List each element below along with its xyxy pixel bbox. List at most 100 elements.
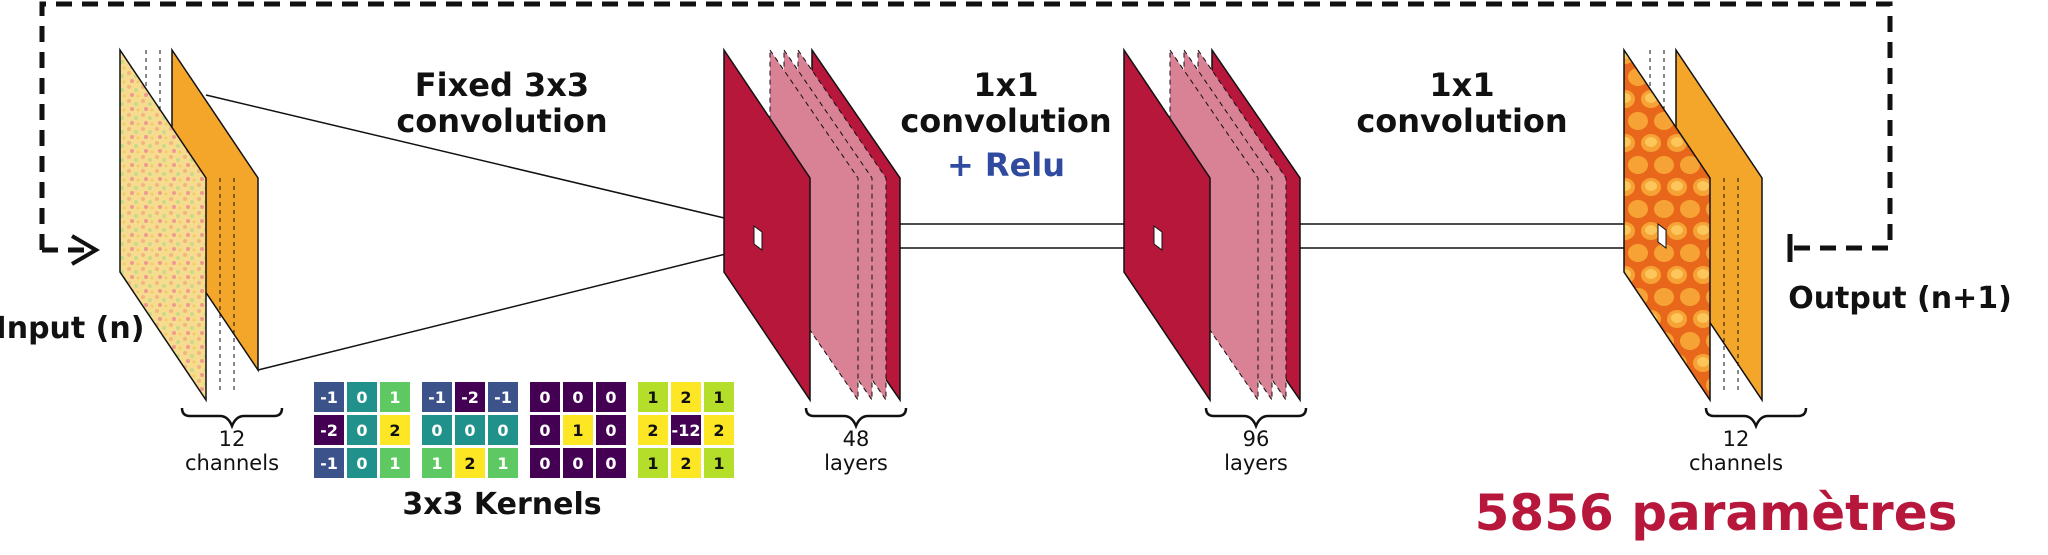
input-brace (180, 407, 284, 430)
kernel-cell (638, 415, 668, 445)
kernel-cell (314, 415, 344, 445)
kernel-cell (704, 415, 734, 445)
kernel-value: 0 (497, 421, 508, 440)
input-image-layer (119, 47, 207, 403)
input-unit: channels (185, 451, 279, 475)
kernel-cell (488, 415, 518, 445)
kernel-cell (347, 382, 377, 412)
kernel-cell (488, 382, 518, 412)
kernel-value: 1 (647, 454, 658, 473)
kernel-value: 2 (647, 421, 658, 440)
conv1-title-line2: convolution (396, 102, 607, 140)
params-count: 5856 paramètres (1475, 484, 1958, 542)
kernel-value: 0 (464, 421, 475, 440)
kernel-cell (596, 448, 626, 478)
kernel-value: -1 (320, 454, 338, 473)
kernel-cell (596, 382, 626, 412)
kernel-value: -12 (672, 421, 701, 440)
kernel-value: 0 (605, 421, 616, 440)
kernel-value: -2 (461, 388, 479, 407)
output-texture-layer (1623, 47, 1711, 403)
kernel-value: 2 (389, 421, 400, 440)
kernel-cell (563, 415, 593, 445)
kernel-cell (422, 415, 452, 445)
kernel-cell (530, 448, 560, 478)
kernel-value: -1 (494, 388, 512, 407)
kernel-value: 2 (464, 454, 475, 473)
output-label: Output (n+1) (1788, 281, 2012, 316)
kernel-value: 0 (539, 388, 550, 407)
kernel-cell (380, 448, 410, 478)
hidden1-count: 48 (843, 427, 870, 451)
conv3-title-line2: convolution (1356, 102, 1567, 140)
kernel-cell (380, 382, 410, 412)
kernel-value: 0 (356, 421, 367, 440)
hidden2-unit: layers (1224, 451, 1288, 475)
input-count: 12 (219, 427, 246, 451)
kernel-cell (455, 382, 485, 412)
hidden-stack-2 (1123, 47, 1308, 430)
kernel-value: -2 (320, 421, 338, 440)
kernel-cell (347, 448, 377, 478)
output-count: 12 (1723, 427, 1750, 451)
kernel-value: 1 (389, 454, 400, 473)
kernel-cell (638, 448, 668, 478)
kernel-value: 0 (431, 421, 442, 440)
output-unit: channels (1689, 451, 1783, 475)
kernel-cell (455, 415, 485, 445)
kernel-value: 0 (539, 421, 550, 440)
kernel-value: 0 (605, 388, 616, 407)
conv2-title-line1: 1x1 (973, 66, 1038, 104)
projection-lines (205, 94, 1660, 371)
hidden1-brace (804, 407, 908, 430)
input-stack (119, 47, 284, 430)
kernel-value: 0 (356, 388, 367, 407)
kernel-value: 1 (572, 421, 583, 440)
conv3-title-line1: 1x1 (1429, 66, 1494, 104)
input-label: Input (n) (0, 311, 144, 346)
kernel-cell (314, 382, 344, 412)
kernel-value: 0 (572, 388, 583, 407)
kernel-value: -1 (320, 388, 338, 407)
output-stack (1623, 47, 1808, 430)
kernel-cell (563, 382, 593, 412)
kernel-value: 0 (356, 454, 367, 473)
loop-arrow-icon (70, 234, 100, 266)
kernel-cell (422, 448, 452, 478)
kernel-cell (530, 382, 560, 412)
kernel-cell (422, 382, 452, 412)
kernel-value: 2 (680, 388, 691, 407)
kernel-cell (347, 415, 377, 445)
kernel-value: 1 (497, 454, 508, 473)
kernel-value: 2 (713, 421, 724, 440)
kernel-cell (704, 382, 734, 412)
kernel-value: 1 (713, 388, 724, 407)
kernel-value: 1 (713, 454, 724, 473)
feedback-loop (39, 1, 1893, 266)
hidden-stack-1 (723, 47, 908, 430)
kernels-caption: 3x3 Kernels (402, 487, 601, 522)
output-brace (1704, 407, 1808, 430)
kernel-cell (671, 448, 701, 478)
relu-label: + Relu (947, 146, 1065, 184)
kernel-grid-1: -1 0 1 -2 0 2 -1 0 1 (314, 382, 410, 478)
kernel-cell (488, 448, 518, 478)
kernel-cell (638, 382, 668, 412)
kernel-value: 1 (431, 454, 442, 473)
hidden1-unit: layers (824, 451, 888, 475)
kernel-cell (704, 448, 734, 478)
kernel-cell (671, 415, 701, 445)
kernel-value: 1 (389, 388, 400, 407)
kernel-cell (530, 415, 560, 445)
kernel-cell (671, 382, 701, 412)
kernel-value: 0 (539, 454, 550, 473)
kernel-cell (455, 448, 485, 478)
kernel-cell (380, 415, 410, 445)
kernel-value: 0 (605, 454, 616, 473)
conv2-title-line2: convolution (900, 102, 1111, 140)
